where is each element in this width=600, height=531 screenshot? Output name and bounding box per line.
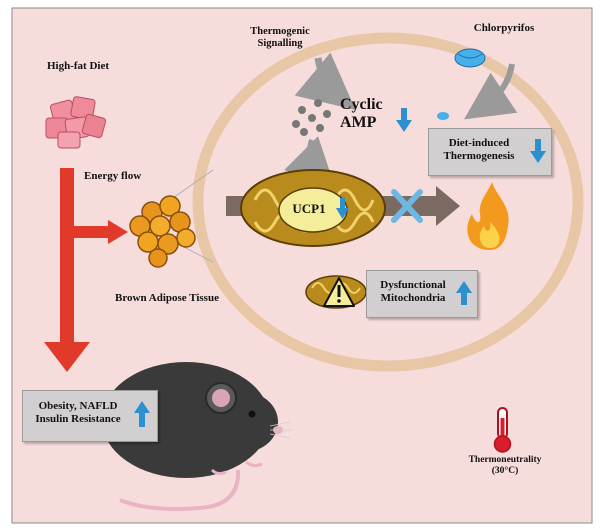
ucp1-label: UCP1 — [292, 201, 326, 216]
chlorpyrifos-arrow — [464, 63, 518, 120]
dysfunctional-mitochondria-box: Dysfunctional Mitochondria — [366, 270, 478, 318]
dysfunctional-text: Dysfunctional Mitochondria — [371, 279, 455, 305]
thermogenesis-line: Thermogenesis — [443, 150, 515, 163]
food-cubes-icon — [45, 96, 107, 149]
mitochondrion-icon — [240, 169, 386, 247]
amp-line: AMP — [340, 114, 377, 132]
energy-flow-arrow — [44, 168, 128, 372]
thermogenic-line: Thermogenic — [250, 26, 310, 37]
obesity-text: Obesity, NAFLD Insulin Resistance — [25, 400, 131, 426]
brown-adipocyte-cluster-icon — [129, 195, 196, 268]
cell-ring — [192, 32, 584, 372]
brown-adipose-tissue-label: Brown Adipose Tissue — [115, 292, 219, 304]
thermoneutrality-temp: (30°C) — [491, 465, 519, 476]
diet-induced-down-arrow-icon — [530, 139, 546, 163]
energy-flow-label: Energy flow — [84, 170, 142, 182]
chlorpyrifos-drop — [437, 112, 449, 120]
obesity-up-arrow-icon — [134, 401, 150, 427]
zoom-line-top — [169, 169, 214, 201]
signalling-line: Signalling — [257, 38, 303, 50]
dysfunctional-line: Dysfunctional — [380, 279, 446, 291]
obesity-box: Obesity, NAFLD Insulin Resistance — [22, 390, 158, 442]
obesity-line: Obesity, NAFLD — [38, 400, 118, 412]
cyclic-amp-dots — [292, 99, 331, 136]
thermoneutrality-label: Thermoneutrality (30°C) — [460, 455, 550, 477]
blocked-x-icon — [391, 189, 423, 223]
dysfunctional-up-arrow-icon — [456, 281, 472, 305]
diet-induced-thermogenesis-box: Diet-induced Thermogenesis — [428, 128, 552, 176]
thermoneutrality-line: Thermoneutrality — [468, 455, 542, 465]
camp-down-arrow-icon — [396, 108, 412, 132]
cyclic-line: Cyclic — [340, 96, 383, 113]
warning-triangle-icon — [323, 277, 355, 307]
chlorpyrifos-label: Chlorpyrifos — [473, 22, 535, 34]
thermogenic-signalling-label: Thermogenic Signalling — [232, 26, 328, 50]
camp-to-mito-arrow — [284, 136, 335, 187]
diet-induced-line: Diet-induced — [448, 137, 510, 149]
flame-icon — [467, 182, 509, 250]
high-fat-diet-label: High-fat Diet — [46, 60, 109, 72]
ucp1-down-arrow-icon — [336, 198, 349, 219]
thermogenic-signal-arrow — [294, 52, 356, 110]
mitochondria-line: Mitochondria — [380, 292, 446, 305]
diet-induced-text: Diet-induced Thermogenesis — [433, 137, 525, 163]
chlorpyrifos-pill-icon — [454, 48, 486, 68]
thermometer-icon — [493, 407, 512, 453]
insulin-resistance-line: Insulin Resistance — [35, 413, 121, 426]
cyclic-amp-label: Cyclic AMP — [340, 96, 396, 133]
